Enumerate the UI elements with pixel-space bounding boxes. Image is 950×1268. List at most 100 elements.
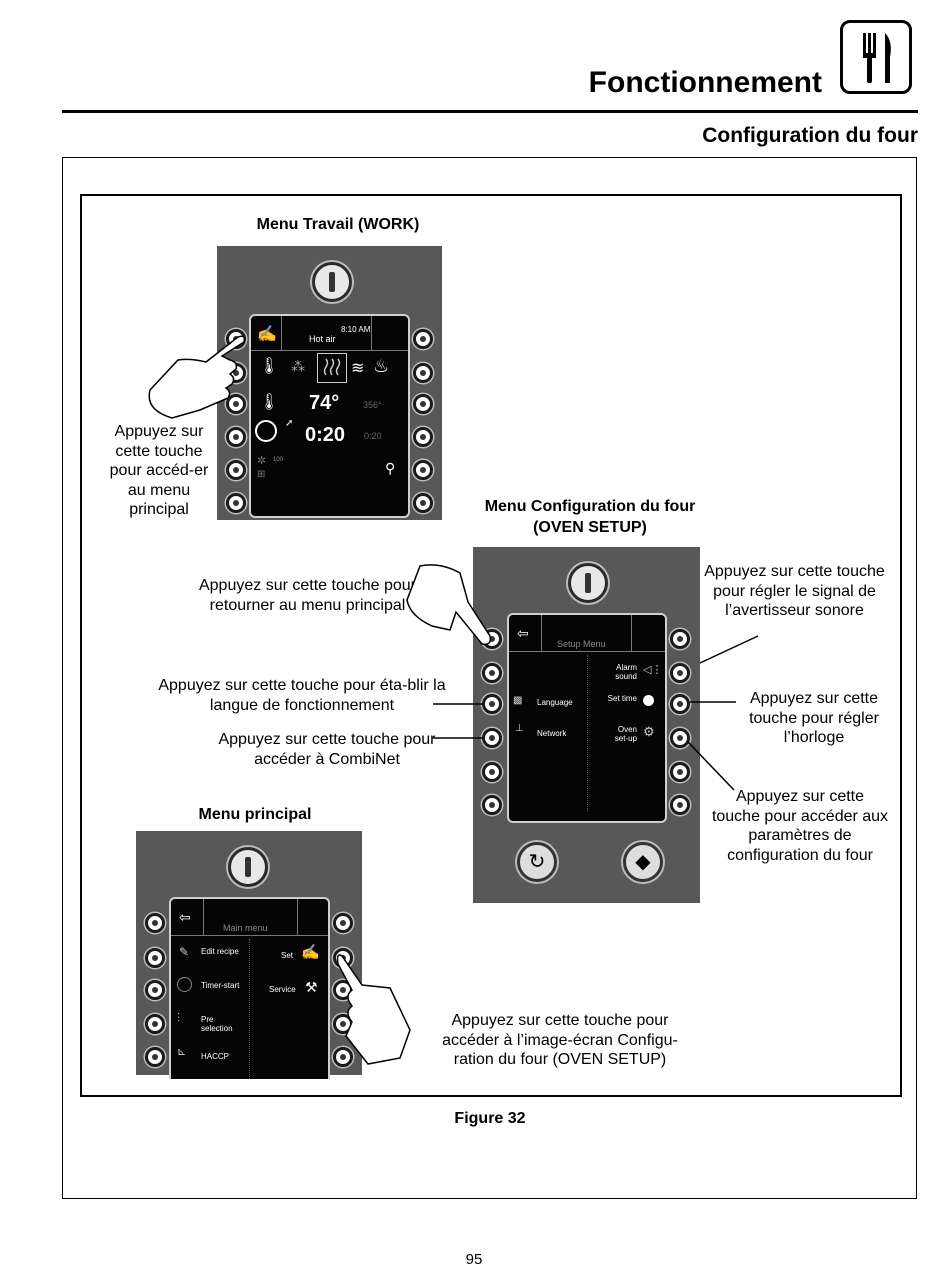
cooking-mode: Hot air (309, 334, 336, 344)
speaker-icon: ◁⋮ (643, 664, 663, 676)
left-softkey-4[interactable] (145, 1014, 165, 1034)
right-softkey-4[interactable] (333, 1014, 353, 1034)
service-label: Service (269, 985, 296, 994)
pointing-hand-work (148, 335, 246, 419)
left-softkey-2[interactable] (482, 663, 502, 683)
oven-tools-icon: ⚙ (643, 724, 655, 739)
pointing-hand-main (336, 954, 411, 1065)
right-softkey-4[interactable] (413, 427, 433, 447)
right-softkey-1[interactable] (333, 913, 353, 933)
power-button[interactable] (228, 847, 268, 887)
right-softkey-5[interactable] (670, 762, 690, 782)
timer-start-label: Timer-start (201, 981, 240, 990)
figure-frame (62, 157, 917, 1199)
main-screen: ⇦ Main menu ✎ Edit recipe Set ✍ Timer-st… (169, 897, 330, 1079)
divider (297, 899, 298, 935)
thermometer-icon: 🌡 (259, 394, 280, 411)
right-softkey-2[interactable] (670, 663, 690, 683)
language-callout: Appuyez sur cette touche pour éta-blir l… (158, 677, 446, 714)
thermometer-down-icon: 🌡 (259, 358, 280, 375)
hammer-icon: ⚒ (305, 979, 318, 995)
left-softkey-5[interactable] (226, 460, 246, 480)
right-softkey-1[interactable] (670, 629, 690, 649)
hand-settings-icon: ✍ (301, 944, 320, 961)
clock-time: 8:10 AM (341, 325, 371, 334)
fan-speed: 100 (273, 457, 284, 463)
probe-icon: ⚲ (385, 460, 396, 476)
current-temperature: 74° (309, 392, 340, 414)
set-timer: 0:20 (364, 431, 382, 441)
right-softkey-6[interactable] (413, 493, 433, 513)
oven-setup-title: Menu Configuration du four (OVEN SETUP) (450, 496, 730, 538)
left-softkey-4[interactable] (482, 728, 502, 748)
alarm-callout: Appuyez sur cette touche pour régler le … (704, 563, 885, 619)
page-subtitle: Configuration du four (702, 124, 918, 147)
main-menu-callout: Appuyez sur cette touche pour accéder à … (442, 1012, 678, 1068)
fan-icon: ✲ (257, 455, 267, 467)
cursor-icon: ➚ (285, 418, 294, 429)
page-number: 95 (465, 1251, 483, 1268)
left-softkey-6[interactable] (482, 795, 502, 815)
right-softkey-4[interactable] (670, 728, 690, 748)
power-button[interactable] (312, 262, 352, 302)
left-softkey-3[interactable] (145, 980, 165, 1000)
header-rule (62, 110, 918, 113)
edit-pen-icon: ✎ (179, 945, 190, 959)
steam-icon: ⁂ (291, 358, 305, 374)
divider (541, 615, 542, 651)
work-screen: ✍ 8:10 AM Hot air 🌡 ⁂ ≋ ♨ 🌡 74° 356° ➚ 0… (249, 314, 410, 518)
combi-icon: ≋ (351, 360, 365, 377)
fork-knife-icon (840, 20, 912, 94)
divider (203, 899, 204, 935)
combinet-callout: Appuyez sur cette touche pour accéder à … (218, 731, 436, 768)
right-softkey-1[interactable] (413, 329, 433, 349)
left-softkey-5[interactable] (145, 1047, 165, 1067)
pre-selection-label: Pre selection (201, 1015, 233, 1033)
oven-setup-title-line2: (OVEN SETUP) (533, 519, 647, 536)
right-softkey-5[interactable] (413, 460, 433, 480)
set-temperature: 356° (363, 400, 382, 410)
clock-icon (643, 695, 654, 706)
start-icon[interactable]: ◆ (623, 842, 663, 882)
left-softkey-2[interactable] (145, 948, 165, 968)
left-softkey-3[interactable] (226, 394, 246, 414)
back-arrow-icon[interactable]: ⇦ (179, 909, 191, 925)
timer-start-icon (177, 977, 192, 992)
sliders-icon: ⫶ (177, 1011, 181, 1025)
alarm-leader (699, 635, 759, 664)
edit-recipe-label: Edit recipe (201, 947, 239, 956)
work-screen-topbar (251, 316, 408, 351)
oven-setup-panel: ⇦ Setup Menu Alarm sound ◁⋮ ▩ Language S… (473, 547, 700, 903)
current-timer: 0:20 (305, 424, 346, 446)
left-softkey-5[interactable] (482, 762, 502, 782)
refresh-icon[interactable]: ↻ (517, 842, 557, 882)
right-softkey-3[interactable] (413, 394, 433, 414)
work-menu-panel: ✍ 8:10 AM Hot air 🌡 ⁂ ≋ ♨ 🌡 74° 356° ➚ 0… (217, 246, 442, 520)
left-softkey-4[interactable] (226, 427, 246, 447)
timer-icon (255, 420, 277, 442)
right-softkey-3[interactable] (670, 694, 690, 714)
right-softkey-5[interactable] (333, 1047, 353, 1067)
main-menu-header: Main menu (223, 923, 268, 933)
setup-topbar (509, 615, 665, 652)
hand-settings-icon[interactable]: ✍ (257, 326, 277, 343)
power-button[interactable] (568, 563, 608, 603)
back-arrow-icon[interactable]: ⇦ (517, 625, 529, 641)
oven-setup-title-line1: Menu Configuration du four (484, 498, 696, 515)
alarm-sound-label: Alarm sound (615, 663, 637, 681)
chart-icon: ⊾ (177, 1046, 187, 1058)
hot-air-mode-icon (317, 353, 347, 383)
work-menu-callout: Appuyez sur cette touche pour accéd-er a… (109, 423, 209, 518)
left-softkey-6[interactable] (226, 493, 246, 513)
chicken-icon: ♨ (373, 356, 390, 376)
right-softkey-2[interactable] (413, 363, 433, 383)
diagram-frame (80, 194, 902, 1097)
left-softkey-3[interactable] (482, 694, 502, 714)
right-softkey-6[interactable] (670, 795, 690, 815)
left-softkey-1[interactable] (145, 913, 165, 933)
divider (281, 316, 282, 350)
main-topbar (171, 899, 328, 936)
section-title: Fonctionnement (588, 66, 822, 99)
set-time-label: Set time (607, 694, 637, 703)
